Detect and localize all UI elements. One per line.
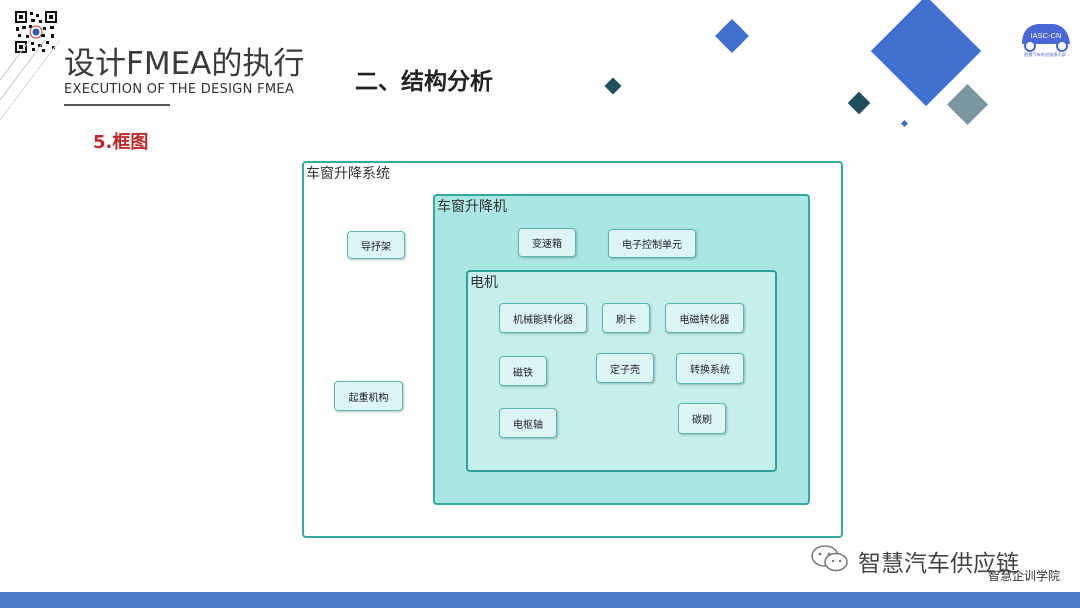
title-underline (64, 104, 170, 106)
page-subtitle: EXECUTION OF THE DESIGN FMEA (64, 82, 295, 97)
decor-diamond (847, 91, 871, 115)
section-title: 二、结构分析 (355, 69, 493, 95)
component-box: 刷卡 (602, 303, 650, 333)
component-box: 电枢轴 (499, 408, 557, 438)
component-box: 碳刷 (678, 403, 726, 434)
decorative-lines (0, 40, 60, 120)
component-box: 变速箱 (518, 228, 576, 257)
decor-diamond (604, 77, 622, 95)
component-box: 转换系统 (676, 353, 744, 384)
logo-text: IASC-CN (1031, 31, 1062, 40)
footer-bar (0, 592, 1080, 608)
component-box: 电子控制单元 (608, 229, 696, 258)
component-box: 机械能转化器 (499, 303, 587, 333)
subsystem-label: 车窗升降机 (437, 199, 507, 215)
iasc-logo-icon: IASC-CN 智慧汽车供应链俱乐部 (1014, 14, 1076, 58)
page-title: 设计FMEA的执行 (64, 46, 305, 82)
decor-diamond (946, 83, 989, 126)
academy-signature: 智慧企训学院 (988, 569, 1061, 583)
decor-diamond (715, 19, 749, 53)
component-box: 电磁转化器 (665, 303, 744, 333)
subsection-title: 5.框图 (93, 132, 149, 153)
component-box: 磁铁 (499, 356, 547, 386)
system-label: 车窗升降系统 (306, 166, 390, 182)
logo-tagline: 智慧汽车供应链俱乐部 (1024, 51, 1066, 58)
component-box: 定子壳 (596, 353, 654, 383)
wechat-account: 智慧汽车供应链 (810, 545, 1019, 577)
qr-code-icon (14, 10, 58, 54)
wechat-icon (810, 544, 850, 578)
decor-diamond (900, 119, 909, 128)
wechat-account-name: 智慧汽车供应链 (858, 551, 1019, 577)
component-box: 导抒架 (347, 231, 405, 259)
motor-label: 电机 (470, 275, 498, 291)
component-box: 起重机构 (334, 381, 403, 411)
